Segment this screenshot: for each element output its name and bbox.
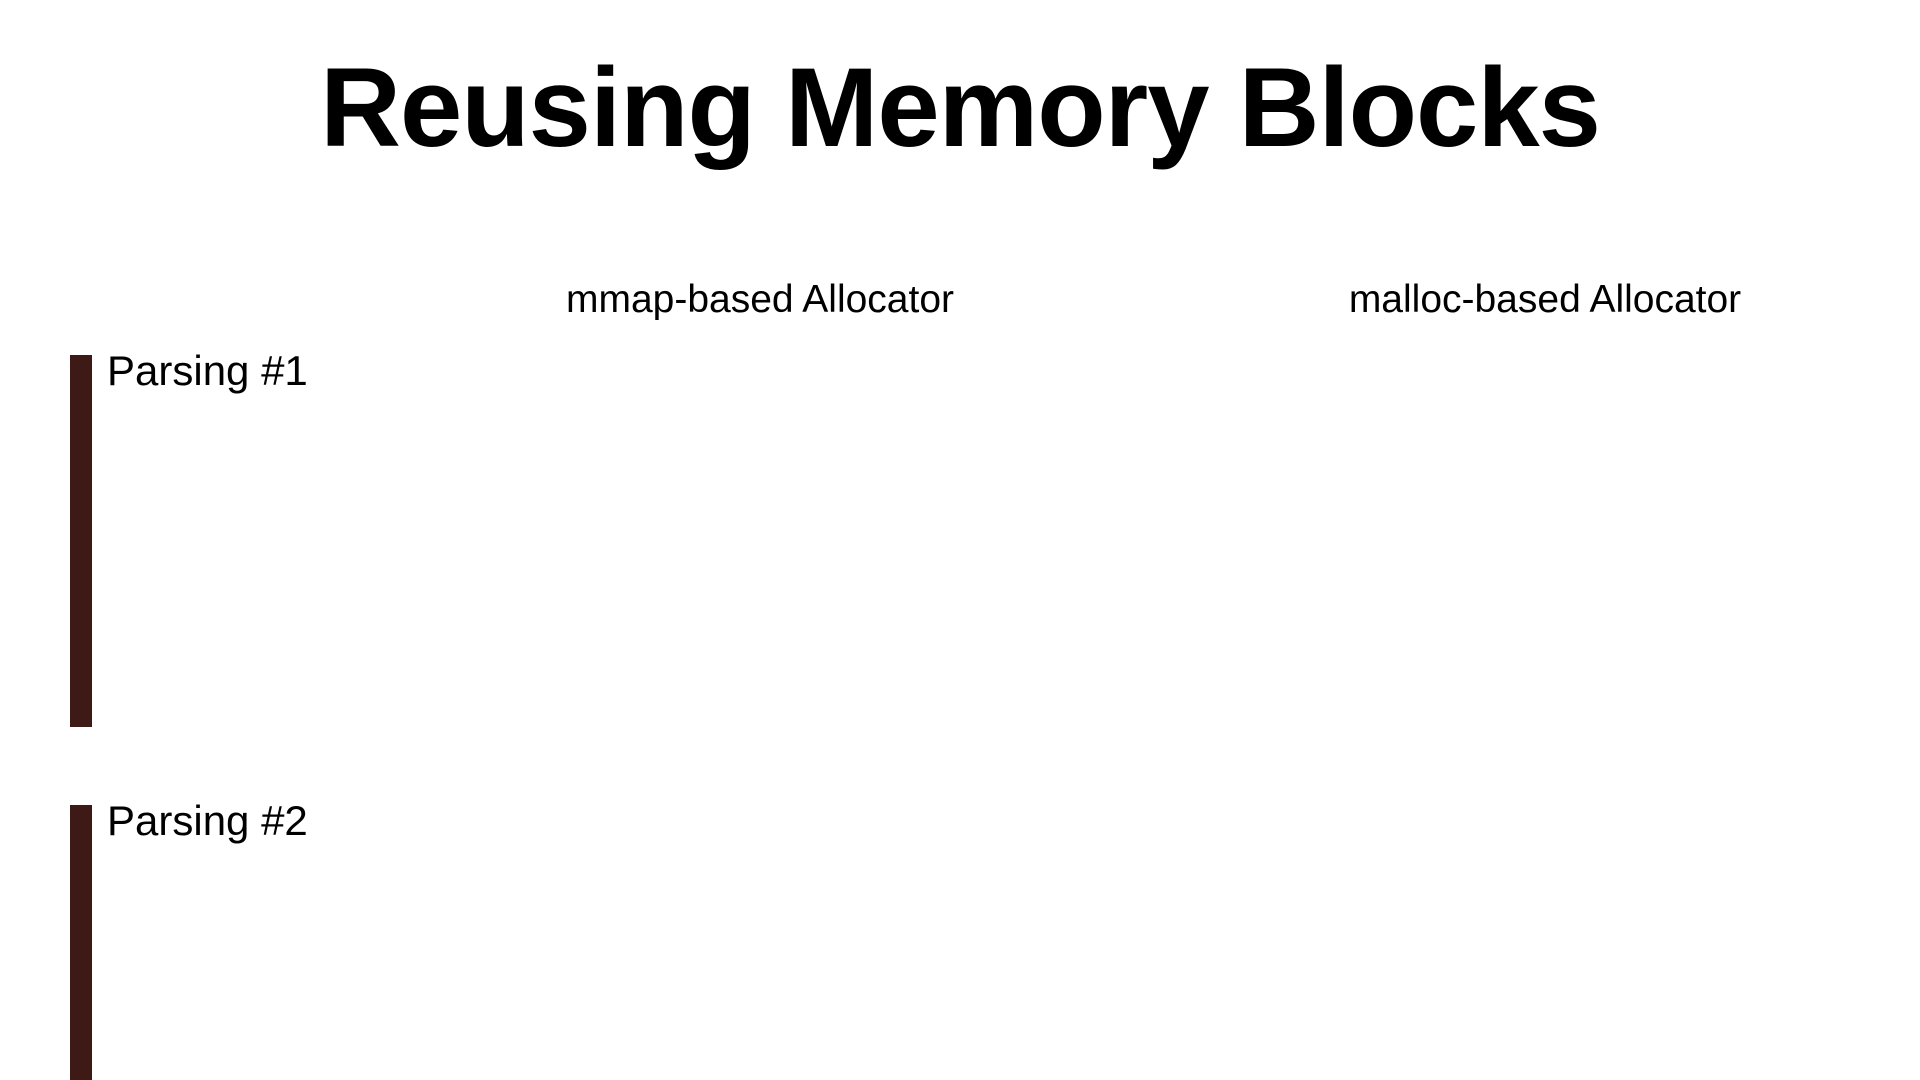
page-title: Reusing Memory Blocks: [320, 45, 1601, 170]
section-accent-bar: [70, 805, 92, 1080]
section-parsing-2: Parsing #2: [0, 800, 1920, 1080]
content-pane-parsing-1-malloc: [1245, 355, 1845, 727]
section-accent-bar: [70, 355, 92, 727]
section-label-parsing-2: Parsing #2: [107, 797, 308, 844]
section-label-parsing-1: Parsing #1: [107, 347, 308, 394]
section-parsing-1: Parsing #1: [0, 350, 1920, 727]
column-header-malloc-allocator: malloc-based Allocator: [1348, 278, 1742, 321]
content-pane-parsing-1-mmap: [460, 355, 1060, 727]
column-header-mmap-allocator: mmap-based Allocator: [565, 278, 955, 321]
content-pane-parsing-2-malloc: [1245, 805, 1845, 1080]
content-pane-parsing-2-mmap: [460, 805, 1060, 1080]
